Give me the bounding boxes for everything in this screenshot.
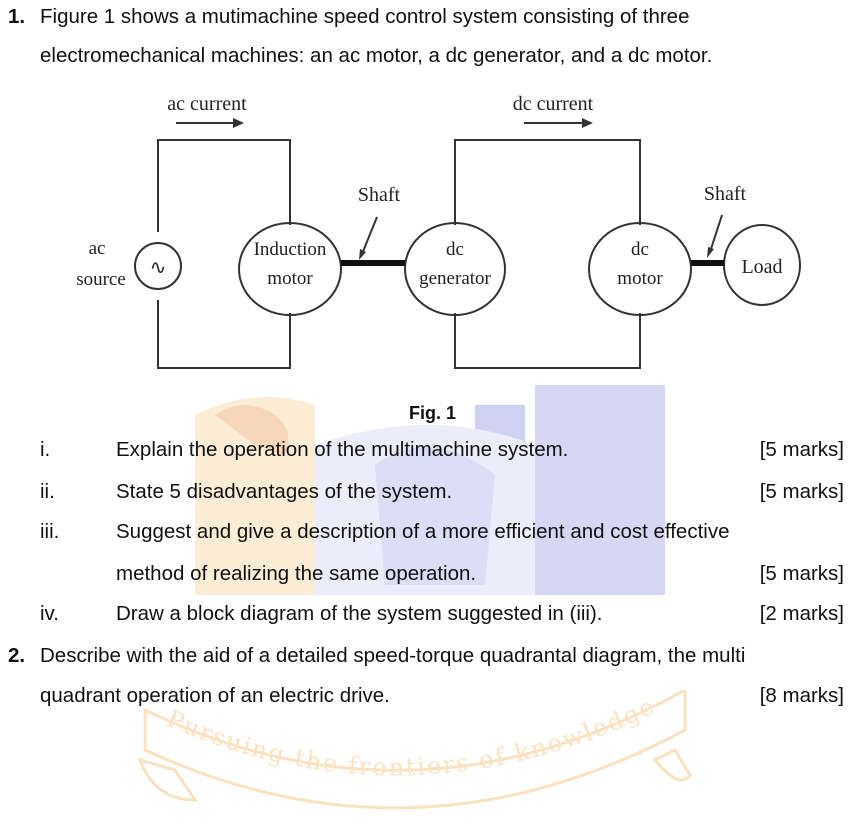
dc-current-label: dc current <box>513 93 594 115</box>
subquestion-number: ii. <box>40 480 55 503</box>
ac-source-circle <box>134 242 182 290</box>
induction-motor-label-line-1: Induction <box>254 239 327 260</box>
subquestion-text: Draw a block diagram of the system sugge… <box>116 602 603 625</box>
subquestion-text: Explain the operation of the multimachin… <box>116 438 569 461</box>
subquestion-marks: [5 marks] <box>759 438 844 461</box>
subquestion-text: Suggest and give a description of a more… <box>116 520 730 543</box>
watermark-seal <box>195 385 665 595</box>
subquestion-marks: [5 marks] <box>759 480 844 503</box>
dc-motor-label-line-2: motor <box>617 268 663 289</box>
question-1-line-2: electromechanical machines: an ac motor,… <box>40 44 713 67</box>
shaft-label-left: Shaft <box>358 184 401 206</box>
dc-motor-circle <box>588 222 692 316</box>
subquestion-marks: [5 marks] <box>759 562 844 585</box>
dc-generator-label-line-2: generator <box>419 268 491 289</box>
subquestion-marks: [2 marks] <box>759 602 844 625</box>
question-1-line-1: Figure 1 shows a mutimachine speed contr… <box>40 5 690 28</box>
ac-current-label: ac current <box>167 93 247 115</box>
load-label: Load <box>741 256 782 278</box>
question-1-number: 1. <box>8 5 26 28</box>
question-2-number: 2. <box>8 644 26 667</box>
dc-motor-label-line-1: dc <box>631 239 649 260</box>
subquestion-number: iv. <box>40 602 59 625</box>
watermark-motto-ribbon: Pursuing the frontiers of knowledge <box>137 690 692 810</box>
dc-generator-circle <box>404 222 506 316</box>
question-2-marks: [8 marks] <box>759 684 844 707</box>
induction-motor-label-line-2: motor <box>267 268 313 289</box>
ac-source-label-line-2: source <box>76 269 126 290</box>
ac-symbol-icon: ∿ <box>150 257 167 279</box>
shaft-label-right: Shaft <box>704 183 747 205</box>
induction-motor-circle <box>238 222 342 316</box>
subquestion-text: State 5 disadvantages of the system. <box>116 480 453 503</box>
figure-1-diagram: ac current dc current Shaft Shaft ac sou… <box>76 93 801 369</box>
subquestion-number: iii. <box>40 520 60 543</box>
dc-generator-label-line-1: dc <box>446 239 464 260</box>
subquestion-text-continued: method of realizing the same operation. <box>116 562 477 585</box>
question-2-line-1: Describe with the aid of a detailed spee… <box>40 644 746 667</box>
figure-caption: Fig. 1 <box>409 403 457 423</box>
question-2-line-2: quadrant operation of an electric drive. <box>40 684 390 707</box>
ac-source-label-line-1: ac <box>89 238 106 259</box>
subquestion-number: i. <box>40 438 51 461</box>
